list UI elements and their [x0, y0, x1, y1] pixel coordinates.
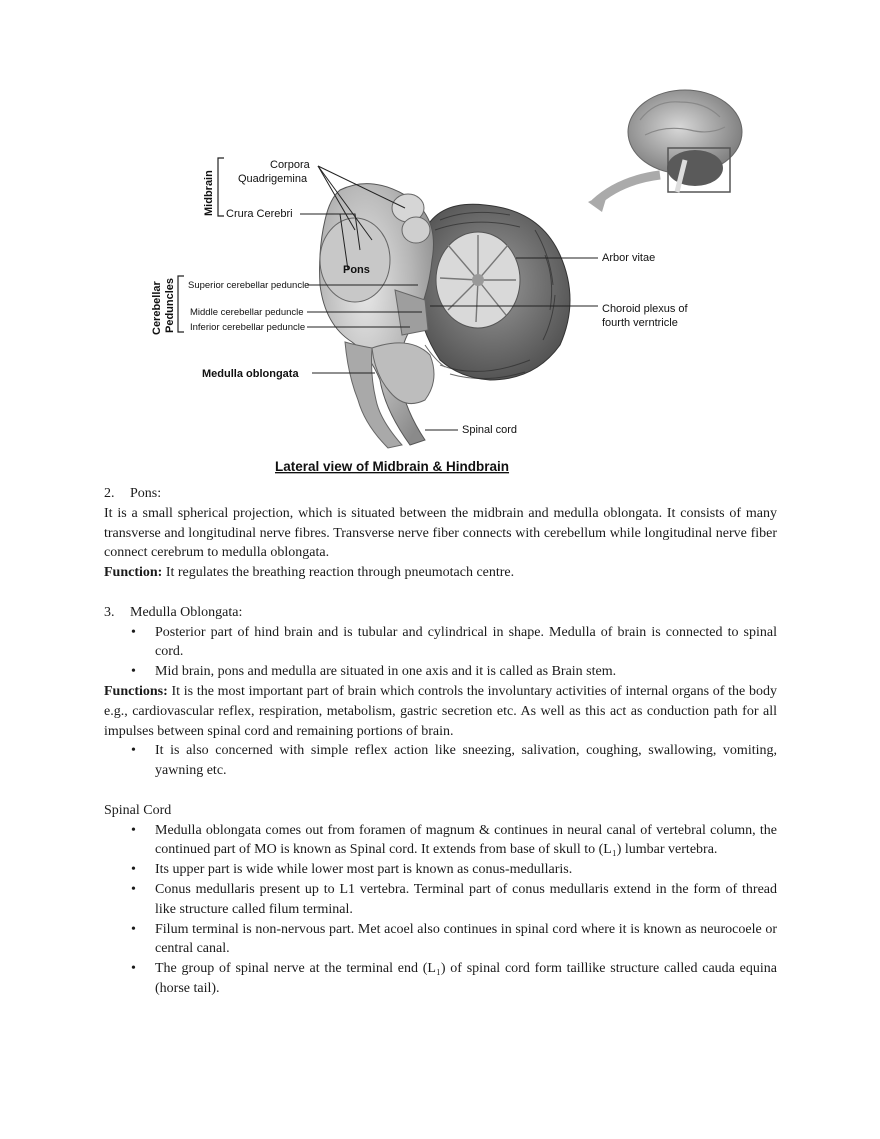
label-choroid-2: fourth verntricle	[602, 317, 678, 329]
pons-heading: 2. Pons:	[104, 484, 777, 504]
label-arbor-vitae: Arbor vitae	[602, 252, 655, 264]
spinal-cord-bullet-list: •Medulla oblongata comes out from forame…	[104, 821, 777, 999]
list-item: •Filum terminal is non-nervous part. Met…	[131, 921, 777, 957]
label-cerebellar: Cerebellar	[151, 280, 163, 335]
list-item: •It is also concerned with simple reflex…	[131, 743, 777, 779]
medulla-functions: Functions: It is the most important part…	[104, 682, 777, 741]
cerebellum-illustration	[414, 203, 571, 381]
list-item: •The group of spinal nerve at the termin…	[131, 961, 777, 996]
label-middle-peduncle: Middle cerebellar peduncle	[190, 307, 304, 318]
brainstem-illustration	[319, 183, 435, 449]
brain-diagram-figure: Midbrain Corpora Quadrigemina Crura Cere…	[140, 80, 760, 480]
whole-brain-inset	[627, 89, 743, 193]
label-superior-peduncle: Superior cerebellar peduncle	[188, 280, 309, 291]
label-choroid-1: Choroid plexus of	[602, 303, 689, 315]
list-item: •Mid brain, pons and medulla are situate…	[131, 664, 617, 680]
label-pons: Pons	[343, 264, 370, 276]
medulla-heading-title: Medulla Oblongata:	[130, 604, 243, 620]
label-medulla-oblongata: Medulla oblongata	[202, 368, 299, 380]
label-inferior-peduncle: Inferior cerebellar peduncle	[190, 322, 305, 333]
body-text: 2. Pons: It is a small spherical project…	[104, 484, 777, 999]
medulla-functions-text: It is the most important part of brain w…	[104, 683, 777, 739]
pons-heading-title: Pons:	[130, 486, 162, 501]
brain-diagram: Midbrain Corpora Quadrigemina Crura Cere…	[151, 89, 743, 474]
label-quadrigemina: Quadrigemina	[238, 173, 308, 185]
list-item: •Posterior part of hind brain and is tub…	[131, 624, 777, 660]
medulla-bullet-list: •Posterior part of hind brain and is tub…	[104, 623, 777, 682]
pons-paragraph: It is a small spherical projection, whic…	[104, 505, 777, 561]
label-peduncles: Peduncles	[164, 278, 176, 333]
medulla-heading: 3. Medulla Oblongata:	[104, 603, 777, 623]
label-crura-cerebri: Crura Cerebri	[226, 208, 293, 220]
pons-function-text: It regulates the breathing reaction thro…	[162, 565, 515, 581]
figure-caption: Lateral view of Midbrain & Hindbrain	[275, 459, 509, 474]
label-corpora: Corpora	[270, 159, 311, 171]
medulla-heading-number: 3.	[104, 604, 115, 620]
list-item: •Conus medullaris present up to L1 verte…	[131, 881, 777, 917]
medulla-functions-label: Functions:	[104, 683, 168, 699]
pons-function: Function: It regulates the breathing rea…	[104, 563, 777, 583]
pons-function-label: Function:	[104, 565, 163, 581]
medulla-bullet-list-2: •It is also concerned with simple reflex…	[104, 741, 777, 781]
spinal-cord-heading: Spinal Cord	[104, 802, 172, 818]
pons-heading-number: 2.	[104, 486, 115, 501]
label-midbrain: Midbrain	[203, 170, 215, 216]
label-spinal-cord: Spinal cord	[462, 424, 517, 436]
list-item: •Its upper part is wide while lower most…	[131, 862, 573, 878]
list-item: •Medulla oblongata comes out from forame…	[131, 822, 777, 858]
